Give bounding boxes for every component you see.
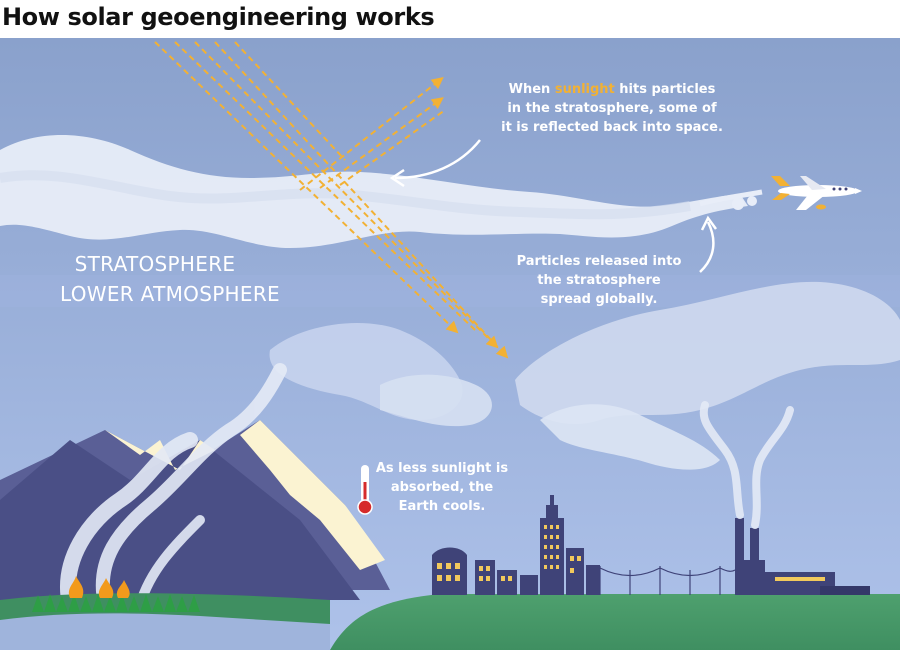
particle-layer-highlight — [0, 170, 691, 220]
reflection-callout-arrowhead — [389, 168, 405, 188]
power-lines — [599, 566, 736, 595]
factory-smoke — [699, 401, 794, 529]
grass — [32, 594, 200, 612]
reflection-callout-line2: in the stratosphere, some of — [507, 101, 717, 116]
stratosphere-label: STRATOSPHERE — [74, 252, 236, 276]
reflection-callout-line1: When sunlight hits particles — [470, 80, 754, 99]
reflection-callout-arrow — [394, 139, 481, 180]
reflection-callout: When sunlight hits particles in the stra… — [470, 80, 754, 137]
incoming-sunlight-rays — [154, 41, 509, 359]
plane-trail — [699, 189, 763, 207]
scene-illustration — [0, 38, 900, 650]
spread-callout-line1: Particles released into — [516, 254, 682, 269]
lower-atmosphere-label: LOWER ATMOSPHERE — [60, 282, 280, 306]
page-title: How solar geoengineering works — [2, 3, 435, 31]
mountain-snow-2 — [240, 420, 385, 570]
spread-callout-line2: the stratosphere — [537, 273, 661, 288]
smoke-plume-right-2 — [540, 404, 720, 470]
particle-layer-plume — [0, 134, 748, 248]
fire-icon — [68, 576, 130, 598]
plane-trail-puff — [732, 198, 744, 210]
mountain-front — [0, 440, 360, 600]
ground-right — [330, 594, 900, 650]
cooling-callout-line2: absorbed, the — [390, 480, 494, 495]
plane-trail-puff — [747, 196, 757, 206]
reflected-sunlight-rays — [299, 77, 446, 191]
thermometer-icon — [357, 465, 373, 515]
sunlight-highlight: sunlight — [554, 82, 615, 97]
cooling-callout-line1: As less sunlight is — [375, 461, 509, 476]
cooling-callout: As less sunlight is absorbed, the Earth … — [372, 459, 512, 516]
airplane-icon — [771, 176, 862, 210]
spread-callout-arrow — [699, 221, 715, 273]
cooling-callout-line3: Earth cools. — [398, 499, 486, 514]
water — [0, 613, 330, 650]
reflection-callout-before: When — [508, 82, 555, 97]
spread-callout: Particles released into the stratosphere… — [496, 252, 702, 309]
reflection-callout-after: hits particles — [614, 82, 716, 97]
reflection-callout-line3: it is reflected back into space. — [501, 120, 723, 135]
spread-callout-arrowhead — [700, 215, 718, 231]
smoke-plume-left-2 — [380, 374, 492, 427]
city-windows — [437, 525, 825, 581]
smoke-plume-right — [515, 281, 900, 425]
spread-callout-line3: spread globally. — [540, 292, 658, 307]
